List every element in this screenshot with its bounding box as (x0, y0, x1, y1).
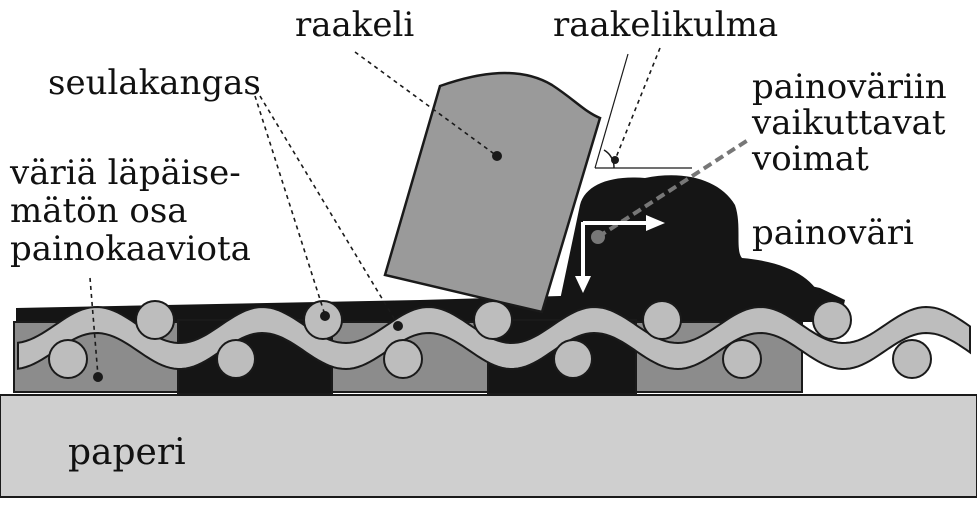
label-nonprint-line2: mätön osa (10, 191, 188, 231)
leader-nonprint (89, 277, 99, 377)
label-raakeli: raakeli (295, 5, 414, 45)
mesh-thread-upper-1 (135, 300, 175, 340)
angle-reference-line (594, 53, 629, 169)
mesh-thread-upper-3 (473, 300, 513, 340)
mesh-thread-lower-3 (383, 339, 423, 379)
dot-raakeli (492, 151, 502, 161)
leader-seulakangas-b (259, 95, 399, 326)
label-raakelikulma: raakelikulma (553, 5, 778, 45)
label-nonprint-line1: väriä läpäise- (9, 153, 241, 193)
ink-surface-layer (16, 275, 845, 322)
dot-raakelikulma (611, 156, 619, 164)
label-seulakangas: seulakangas (48, 63, 261, 103)
mesh-thread-lower-6 (892, 339, 932, 379)
mesh-fabric (17, 305, 971, 371)
mesh-thread-lower-5 (722, 339, 762, 379)
mesh-thread-lower-2 (216, 339, 256, 379)
label-painovari: painoväri (752, 213, 914, 253)
mesh-thread-lower-4 (553, 339, 593, 379)
label-forces-line3: voimat (751, 139, 869, 179)
force-origin-dot (591, 230, 605, 244)
label-forces-line2: vaikuttavat (751, 103, 946, 143)
leader-seulakangas-a (254, 95, 326, 316)
leader-lines (89, 47, 661, 377)
mesh-thread-upper-5 (812, 300, 852, 340)
dot-seulakangas-b (393, 321, 403, 331)
label-forces-line1: painoväriin (752, 67, 947, 107)
force-arrow-right-head (646, 215, 665, 231)
ink-blob (560, 175, 822, 300)
paper-layer (0, 394, 977, 498)
label-paperi: paperi (68, 432, 186, 473)
leader-raakelikulma (614, 47, 661, 161)
angle-arc (603, 149, 615, 169)
mesh-thread-lower-1 (48, 339, 88, 379)
force-arrow-down-head (575, 276, 591, 293)
squeegee-blade (383, 71, 602, 314)
mesh-threads-upper (48, 300, 932, 379)
mesh-thread-upper-4 (642, 300, 682, 340)
leader-raakeli (354, 51, 498, 157)
dot-nonprint (93, 372, 103, 382)
dot-seulakangas-a (320, 311, 330, 321)
label-nonprint-line3: painokaaviota (10, 229, 251, 269)
force-pointer-line (596, 138, 750, 239)
